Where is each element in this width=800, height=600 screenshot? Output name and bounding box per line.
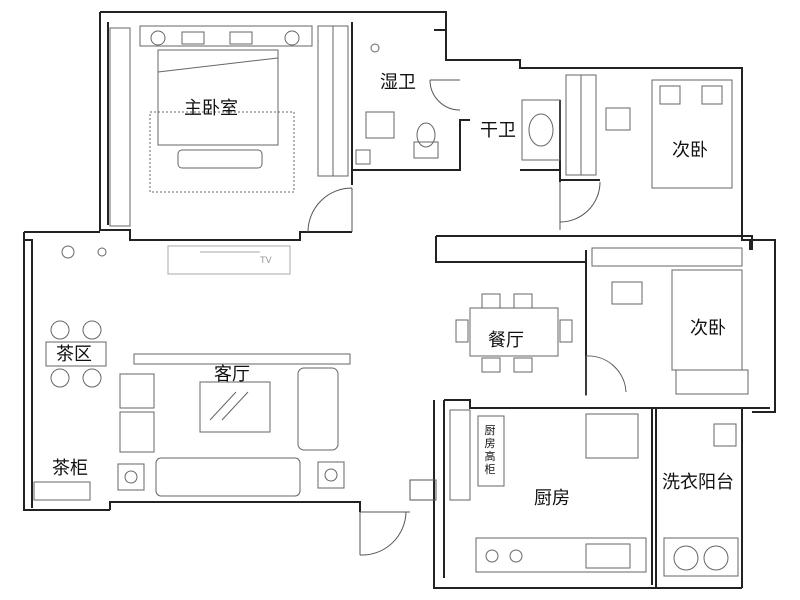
laundry-fixtures xyxy=(663,423,739,577)
label-laundry-balcony: 洗衣阳台 xyxy=(662,472,734,493)
label-second-bedroom-b: 次卧 xyxy=(690,318,726,339)
label-living-room: 客厅 xyxy=(214,364,250,385)
master-bedroom-furniture xyxy=(109,25,349,227)
tv-unit xyxy=(167,245,291,275)
label-dining-room: 餐厅 xyxy=(488,330,524,351)
label-kitchen-tall-cabinet: 厨房高柜 xyxy=(484,424,496,476)
label-tea-area: 茶区 xyxy=(56,344,92,365)
living-room-furniture xyxy=(117,353,351,497)
wet-bath-fixtures xyxy=(355,43,439,165)
label-second-bedroom-a: 次卧 xyxy=(672,140,708,161)
tea-area-furniture xyxy=(33,245,107,501)
kitchen-fixtures xyxy=(449,409,647,573)
doors xyxy=(307,79,627,556)
second-bedroom-b-furniture xyxy=(591,247,749,395)
dining-furniture xyxy=(455,293,573,373)
label-master-bedroom: 主卧室 xyxy=(184,98,238,119)
dry-bath-fixtures xyxy=(521,99,561,161)
label-tv: TV xyxy=(260,256,272,266)
label-tea-cabinet: 茶柜 xyxy=(52,458,88,479)
label-wet-bath: 湿卫 xyxy=(380,72,416,93)
label-dry-bath: 干卫 xyxy=(480,120,516,141)
walls xyxy=(23,11,776,589)
label-kitchen: 厨房 xyxy=(534,488,570,509)
second-bedroom-a-furniture xyxy=(565,74,733,189)
